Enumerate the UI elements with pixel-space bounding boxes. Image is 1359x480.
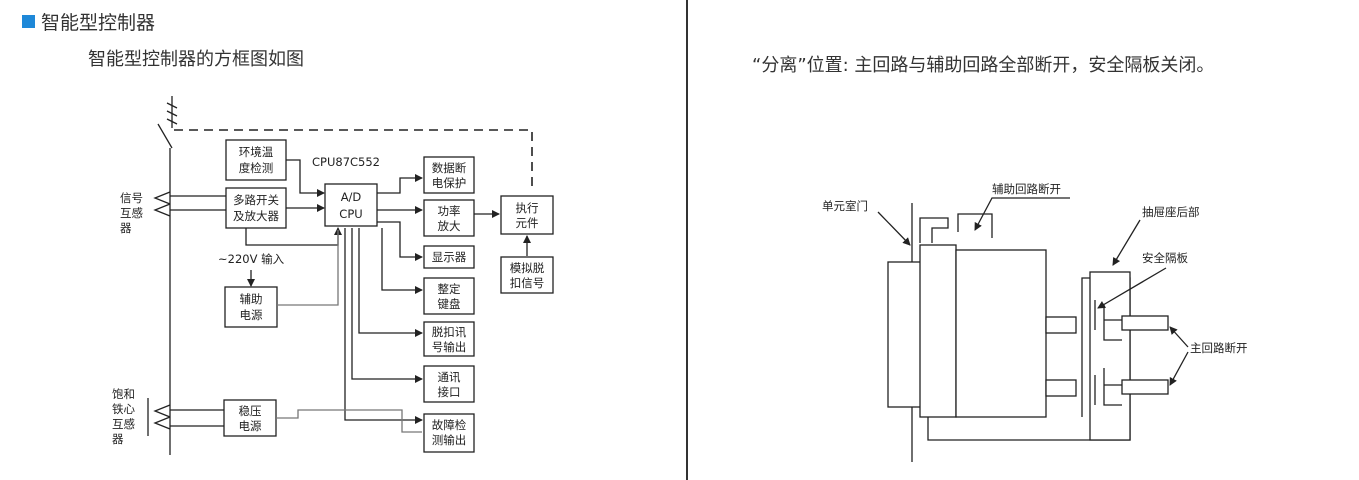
- breaker-body: [955, 249, 1047, 418]
- bullet-square-icon: [22, 15, 35, 28]
- saturated-ct-coil-icon: [153, 404, 171, 430]
- trip-signal-line1: 脱扣讯: [432, 325, 467, 339]
- signal-ct-coil-icon: [153, 191, 171, 217]
- drawer-rear-label: 抽屉座后部: [1142, 205, 1200, 219]
- fault-line2: 测输出: [432, 433, 467, 447]
- display-label: 显示器: [432, 250, 467, 264]
- signal-ct-label-2: 互感: [120, 206, 143, 220]
- safety-shutter-label: 安全隔板: [1142, 251, 1188, 265]
- fault-line1: 故障检: [432, 418, 467, 432]
- ad-cpu-line2: CPU: [339, 207, 362, 221]
- saturated-ct-label-4: 器: [112, 432, 124, 446]
- regulated-power-box: [223, 399, 277, 437]
- trip-signal-box: [423, 321, 475, 357]
- aux-power-feed: [277, 230, 339, 306]
- analog-trip-line1: 模拟脱: [510, 261, 545, 275]
- power-amp-box: [423, 199, 475, 237]
- actuator-line1: 执行: [516, 201, 539, 215]
- drawer-separation-diagram: 单元室门 辅助回路断开 抽屉座后部 安全隔板 主回路断开: [822, 182, 1248, 462]
- env-temp-line2: 度检测: [239, 161, 274, 175]
- comm-line2: 接口: [438, 385, 461, 399]
- signal-ct-label-3: 器: [120, 221, 132, 235]
- actuator-box: [500, 195, 554, 235]
- actuator-line2: 元件: [516, 216, 539, 230]
- data-protect-box: [423, 156, 475, 194]
- separation-caption: “分离”位置: 主回路与辅助回路全部断开，安全隔板关闭。: [752, 55, 1215, 76]
- section-heading: 智能型控制器: [22, 8, 155, 35]
- diagram-subheading: 智能型控制器的方框图如图: [88, 49, 304, 70]
- keyboard-line1: 整定: [438, 282, 461, 296]
- aux-power-box: [224, 286, 278, 328]
- power-amp-line1: 功率: [438, 204, 461, 218]
- signal-ct-label-1: 信号: [120, 191, 143, 205]
- unit-door-label: 单元室门: [822, 199, 868, 213]
- regulated-feed: [276, 409, 422, 433]
- saturated-ct-label-1: 饱和: [112, 387, 135, 401]
- regulated-line1: 稳压: [239, 404, 262, 418]
- mux-amp-line2: 及放大器: [233, 209, 279, 223]
- keyboard-box: [423, 277, 475, 315]
- power-amp-line2: 放大: [438, 219, 461, 233]
- data-protect-line1: 数据断: [432, 161, 467, 175]
- display-box: [423, 245, 475, 269]
- switch-blade: [157, 123, 173, 149]
- data-protect-line2: 电保护: [432, 176, 467, 190]
- regulated-line2: 电源: [239, 419, 262, 433]
- saturated-ct-label-2: 铁心: [112, 402, 135, 416]
- comm-interface-box: [423, 365, 475, 403]
- keyboard-line2: 键盘: [438, 297, 461, 311]
- aux-power-line1: 辅助: [240, 292, 263, 306]
- main-break-label: 主回路断开: [1190, 341, 1248, 355]
- input-220v-label: ~220V 输入: [218, 252, 285, 266]
- ad-cpu-line1: A/D: [341, 190, 362, 204]
- saturated-ct-label-3: 互感: [112, 417, 135, 431]
- fault-detect-box: [423, 413, 475, 453]
- aux-break-label: 辅助回路断开: [992, 182, 1061, 196]
- trip-signal-line2: 号输出: [432, 340, 467, 354]
- comm-line1: 通讯: [438, 370, 461, 384]
- mux-amp-line1: 多路开关: [233, 193, 279, 207]
- cpu-chip-label: CPU87C552: [312, 155, 380, 169]
- section-heading-text: 智能型控制器: [41, 12, 156, 34]
- switch-hatch-icon: [166, 102, 178, 125]
- analog-trip-box: [500, 256, 554, 294]
- ad-cpu-box: [324, 183, 378, 227]
- aux-power-line2: 电源: [240, 308, 263, 322]
- env-temp-line1: 环境温: [239, 145, 274, 159]
- controller-block-diagram: 信号 互感 器 饱和 铁心 互感 器 环境温 度检测 多路开关 及放大器 CPU…: [112, 96, 554, 455]
- analog-trip-line2: 扣信号: [510, 276, 545, 290]
- column-divider: [686, 0, 688, 480]
